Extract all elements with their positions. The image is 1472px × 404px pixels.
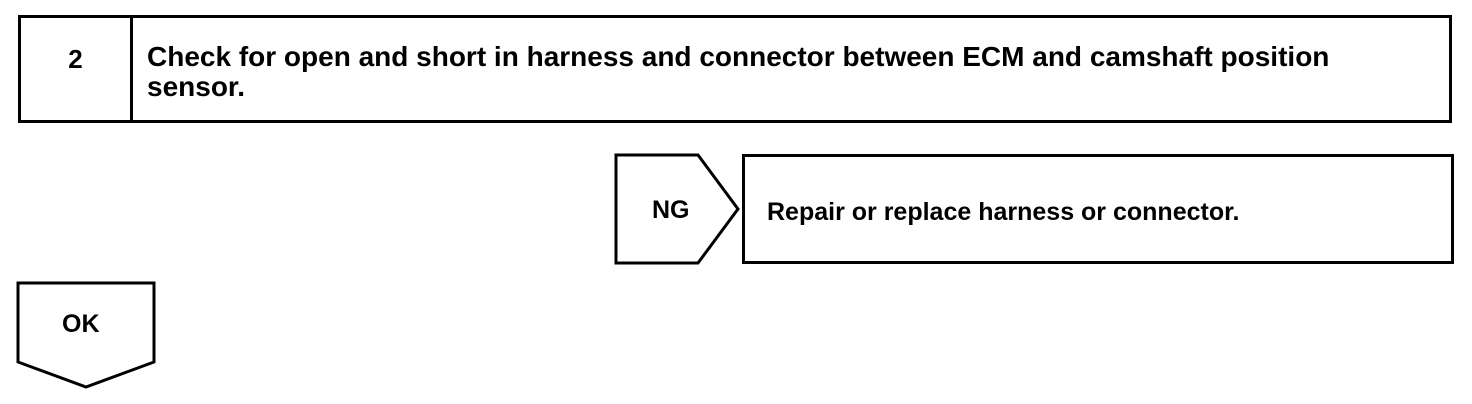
ng-label: NG (652, 196, 690, 224)
ok-arrow-shape (16, 281, 156, 389)
ng-action-box: Repair or replace harness or connector. (742, 154, 1454, 264)
step-box: 2 Check for open and short in harness an… (18, 15, 1452, 123)
ok-label: OK (62, 310, 100, 338)
ng-arrow-shape (614, 153, 740, 265)
step-description: Check for open and short in harness and … (147, 41, 1330, 102)
step-number: 2 (21, 18, 133, 120)
